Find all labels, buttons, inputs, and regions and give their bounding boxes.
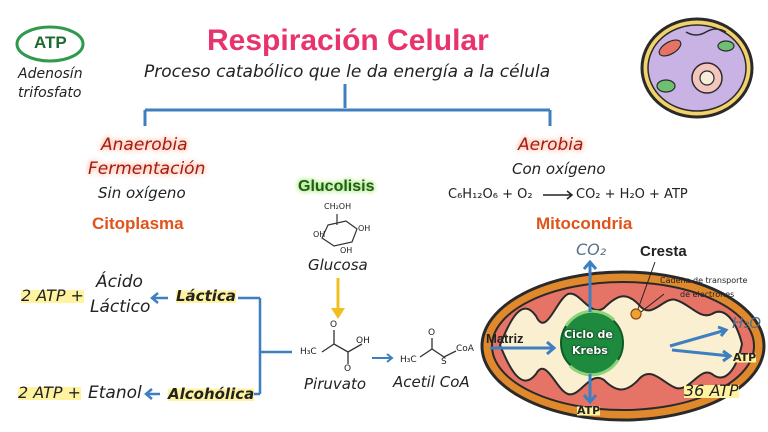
atp-badge-oval [15,25,85,63]
equation-reactants: C₆H₁₂O₆ + O₂ [448,187,533,202]
glucose-oh-left: OH [313,230,326,239]
fermentation-bracket [144,292,292,400]
aerobic-condition: Con oxígeno [512,160,606,178]
atp-bottom-label: ATP [577,404,601,417]
glycolysis-arrow [331,278,345,319]
page-subtitle: Proceso catabólico que le da energía a l… [144,62,551,82]
anaerobic-condition: Sin oxígeno [98,184,186,202]
krebs-label-line1: Ciclo de [564,328,613,341]
pyruvate-oh: OH [356,336,370,346]
fermentation-label: Fermentación [88,159,206,179]
etc-label-line1: Cadena de transporte [660,276,748,285]
tree-connectors [143,84,552,126]
pyruvate-label: Piruvato [304,375,367,393]
lactic-label: Láctica [176,287,236,305]
acetyl-coa-group: CoA [456,344,474,354]
co2-label: CO₂ [576,240,607,259]
lactic-acid-line2: Láctico [90,297,151,317]
etc-label-line2: de electrones [680,290,735,299]
acetyl-s: S [441,357,447,367]
mitochondria-label: Mitocondria [536,214,633,233]
alcoholic-label: Alcohólica [168,385,255,403]
glucose-label: Glucosa [308,256,368,274]
equation-arrow [543,190,574,200]
crest-marker [630,308,642,320]
atp-badge-line2: trifosfato [18,85,82,101]
glucose-oh-right: OH [358,224,371,233]
pyruvate-to-acetyl-arrow [372,353,394,363]
atp-badge-line1: Adenosín [18,66,83,82]
alcoholic-yield: 2 ATP + [18,383,81,402]
aerobic-label: Aerobia [518,135,584,155]
acetyl-h3c: H₃C [400,355,417,365]
page-title: Respiración Celular [207,24,489,57]
glucose-oh-bottom: OH [340,246,353,255]
acetyl-o: O [428,328,436,338]
h2o-label: H₂O [732,314,762,332]
glycolysis-label: Glucolisis [298,178,375,195]
lactic-yield: 2 ATP + [21,286,84,305]
pyruvate-skeleton [321,330,363,364]
cytoplasm-label: Citoplasma [92,214,184,233]
lactic-acid-line1: Ácido [96,272,143,292]
atp-badge-label: ATP [34,33,67,52]
glucose-ch2oh: CH₂OH [324,202,352,211]
acetyl-skeleton [419,338,457,358]
crest-label: Cresta [640,243,687,260]
acetyl-coa-label: Acetil CoA [393,373,470,391]
matrix-label: Matriz [486,331,524,346]
atp-right-label: ATP [733,351,757,364]
pyruvate-o-bottom: O [344,364,352,374]
callout-lines [637,261,665,313]
krebs-label-line2: Krebs [572,344,608,357]
ethanol-label: Etanol [88,383,142,403]
equation-products: CO₂ + H₂O + ATP [576,187,688,202]
cell-illustration [640,17,754,119]
mito-arrows [490,259,733,405]
total-atp-label: 36 ATP [684,381,739,400]
glucose-ring [321,214,358,247]
pyruvate-h3c: H₃C [300,347,317,357]
anaerobic-label: Anaerobia [101,135,188,155]
pyruvate-o-top: O [330,320,338,330]
